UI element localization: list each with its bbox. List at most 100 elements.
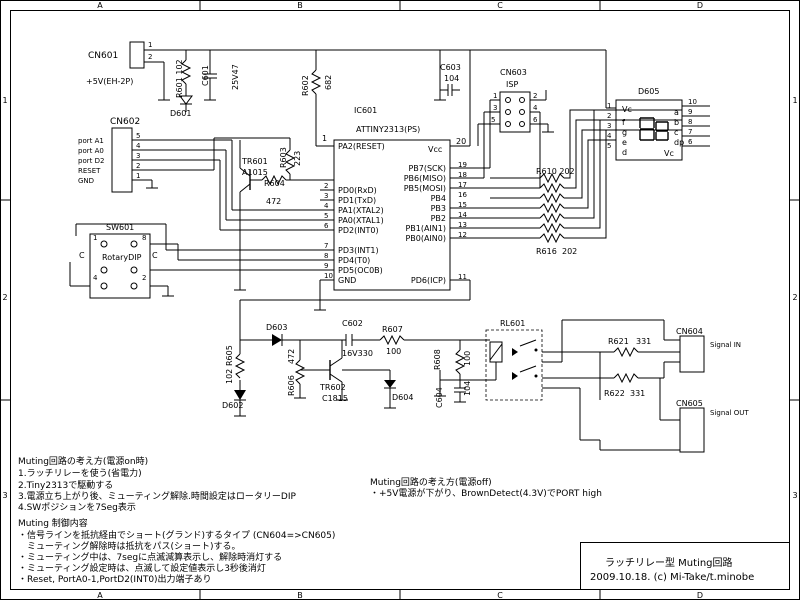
r621-value: 331 [636, 337, 651, 346]
d603-diode [272, 334, 283, 346]
r606-resistor [294, 359, 306, 385]
ic601-right-pin-name: PD6(ICP) [411, 276, 446, 285]
ic601-right-pin-name: PB6(MISO) [404, 174, 446, 183]
r605-label: R605 [225, 345, 234, 366]
rarray-resistor [539, 202, 565, 214]
c604-label: C604 [435, 387, 444, 408]
c602-value: 16V330 [342, 349, 373, 358]
ic601-right-pin-name: PB2 [431, 214, 446, 223]
tr601-value: A1015 [242, 168, 268, 177]
c601-value: 25V47 [231, 64, 240, 90]
ic601-left-pin-name: PD4(T0) [338, 256, 370, 265]
cn601-pin1: 1 [148, 41, 152, 49]
r616-label: R616 [536, 247, 557, 256]
r622-value: 331 [630, 389, 645, 398]
ic601-left-pin-num: 8 [324, 252, 328, 260]
cn602-signal-label: port A1 [78, 137, 104, 145]
ic601-left-pin-name: PD2(INT0) [338, 226, 379, 235]
r604-label: R604 [264, 179, 285, 188]
ic601-left-pin-num: 6 [324, 222, 329, 230]
rarray-to-display-line [564, 119, 682, 229]
isp-label: ISP [506, 80, 518, 89]
d605-left-seg: f [622, 118, 625, 127]
title-block [580, 542, 790, 590]
row-label-right-2: 2 [792, 293, 797, 302]
note-power-on-line-1: 1.ラッチリレーを使う(省電力) [18, 467, 142, 479]
sw601-rotary-dip [69, 223, 334, 299]
d605-vc: Vc [622, 105, 632, 114]
ic601-pin20: 20 [456, 137, 466, 146]
ic601-pin1: 1 [322, 134, 327, 143]
row-label-right-3: 3 [792, 491, 797, 500]
ic601-right-pin-name: PB4 [431, 194, 446, 203]
ic601-left-pin-name: GND [338, 276, 356, 285]
row-label-right-1: 1 [792, 96, 797, 105]
cn604-connector [679, 335, 705, 373]
d603-label: D603 [266, 323, 287, 332]
rarray-resistor [539, 172, 565, 184]
tr602-value: C1815 [322, 394, 348, 403]
r602-resistor [310, 50, 322, 146]
r608-resistor [434, 340, 466, 397]
cn605-label: CN605 [676, 399, 703, 408]
ic601-right-pin-num: 15 [458, 201, 467, 209]
ic601-part: ATTINY2313(PS) [356, 125, 420, 134]
d605-left-seg: e [622, 138, 627, 147]
ic601-left-pin-name: PD0(RxD) [338, 186, 377, 195]
ic601-gnd-wire [314, 279, 470, 311]
cn602-signal-label: port D2 [78, 157, 104, 165]
row-label-left-2: 2 [2, 293, 7, 302]
d601-led [179, 95, 193, 112]
c603-label: C603 [440, 63, 461, 72]
rarray-resistor [539, 222, 565, 234]
d605-right-pin-num: 9 [688, 108, 692, 116]
ic601-right-pin-num: 11 [458, 273, 467, 281]
note-power-off-title: Muting回路の考え方(電源off) [370, 476, 492, 488]
r602-label: R602 [301, 75, 310, 96]
d605-7seg-display [605, 50, 683, 161]
r606-label: R606 [287, 375, 296, 396]
tr601-label: TR601 [241, 157, 268, 166]
col-label-bottom-c: C [497, 591, 503, 600]
tr602-transistor [300, 340, 390, 401]
sw601-c2: C [152, 251, 158, 260]
r605-value: 102 [225, 369, 234, 384]
note-control-title: Muting 制御内容 [18, 517, 88, 529]
r607-label: R607 [382, 325, 403, 334]
cn601-pin2: 2 [148, 53, 152, 61]
note-control-line-4: ・ミューティング設定時は、点滅して設定値表示し3秒後消灯 [18, 562, 266, 574]
d605-right-pin-num: 10 [688, 98, 697, 106]
d601-label: D601 [170, 109, 191, 118]
ic601-left-pin-num: 7 [324, 242, 328, 250]
title-block-title: ラッチリレー型 Muting回路 [605, 556, 733, 569]
sw601-name: RotaryDIP [102, 253, 142, 262]
d605-left-pin-num: 4 [607, 132, 612, 140]
cn604-label: CN604 [676, 327, 703, 336]
cn602-pin-num: 1 [136, 172, 140, 180]
d605-left-pin-num: 3 [607, 122, 611, 130]
d605-left-pin-num: 1 [607, 102, 611, 110]
ic601-left-pin-name: PD3(INT1) [338, 246, 379, 255]
c601-capacitor [203, 50, 217, 101]
tr602-label: TR602 [319, 383, 346, 392]
c603-capacitor [434, 50, 460, 101]
col-label-bottom-a: A [97, 591, 103, 600]
ic601-right-pin-num: 17 [458, 181, 467, 189]
cn605-connector [600, 378, 705, 453]
ic601-right-pin-num: 16 [458, 191, 467, 199]
r607-value: 100 [386, 347, 401, 356]
c602-capacitor [345, 334, 358, 346]
cn601-desc: +5V(EH-2P) [86, 77, 133, 86]
ic601-left-pin-num: 10 [324, 272, 333, 280]
ic601-right-pin-name: PB3 [431, 204, 446, 213]
rl601-latch-relay [460, 319, 664, 441]
r606-value: 472 [287, 349, 296, 364]
rarray-to-display-line [564, 129, 616, 199]
d605-right-seg: b [674, 118, 679, 127]
muting-drive-wires [234, 280, 490, 417]
d605-left-pin-num: 2 [607, 112, 611, 120]
r604-value: 472 [266, 197, 281, 206]
ic601-chip-body [316, 50, 471, 291]
note-control-line-3: ・ミューティング中は、7segに点滅減算表示し、解除時消灯する [18, 551, 282, 563]
